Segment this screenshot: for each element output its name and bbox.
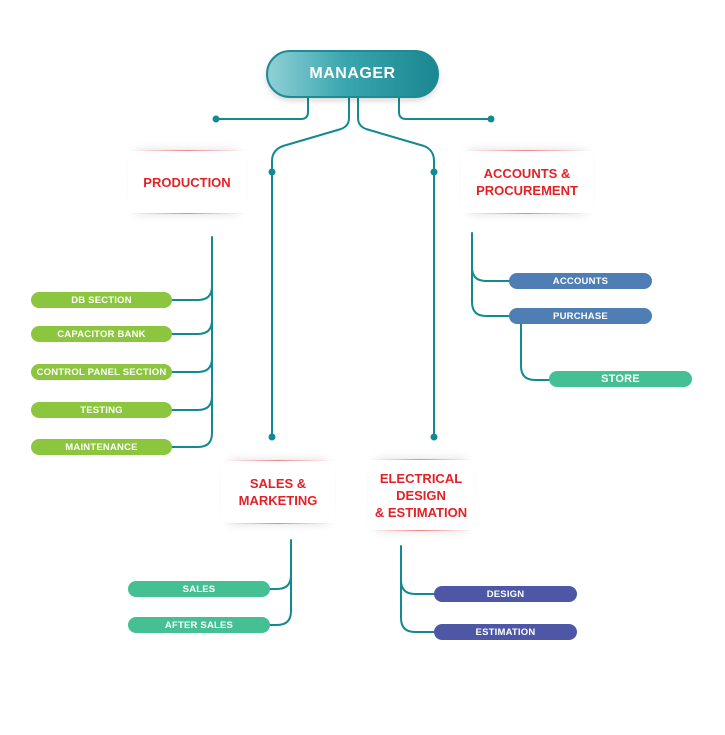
unit-store: STORE: [549, 371, 692, 387]
connector-production-control: [171, 357, 213, 373]
connector-dot: [268, 433, 276, 441]
department-accounts-label: ACCOUNTS & PROCUREMENT: [476, 166, 578, 198]
connector-manager-accounts: [398, 97, 492, 120]
unit-design: DESIGN: [434, 586, 577, 602]
unit-estimation: ESTIMATION: [434, 624, 577, 640]
department-accounts: ACCOUNTS & PROCUREMENT: [461, 150, 593, 214]
connector-purchase-store: [520, 323, 553, 381]
connector-dot: [430, 433, 438, 441]
department-production: PRODUCTION: [128, 150, 246, 214]
unit-testing: TESTING: [31, 402, 172, 418]
connector-production-testing: [171, 395, 213, 411]
manager-node: MANAGER: [266, 50, 439, 98]
unit-purchase: PURCHASE: [509, 308, 652, 324]
department-electrical: ELECTRICAL DESIGN & ESTIMATION: [368, 459, 474, 531]
connector-production-trunk: [171, 236, 213, 448]
connector-manager-electrical: [357, 97, 435, 438]
unit-capacitor-bank: CAPACITOR BANK: [31, 326, 172, 342]
unit-db-section: DB SECTION: [31, 292, 172, 308]
connector-production-capacitor: [171, 319, 213, 335]
connector-electrical-design: [400, 579, 437, 595]
connector-accounts-trunk: [471, 232, 513, 317]
connector-manager-sales: [271, 97, 350, 438]
connector-production-db: [171, 285, 213, 301]
unit-sales: SALES: [128, 581, 270, 597]
connector-dot: [430, 168, 438, 176]
unit-maintenance: MAINTENANCE: [31, 439, 172, 455]
connector-sales-trunk: [267, 539, 292, 626]
connector-dot: [268, 168, 276, 176]
connector-manager-production: [215, 97, 309, 120]
connector-electrical-trunk: [400, 545, 437, 633]
department-sales-label: SALES & MARKETING: [238, 476, 318, 508]
connector-sales-sales: [267, 574, 292, 590]
unit-control-panel-section: CONTROL PANEL SECTION: [31, 364, 172, 380]
connector-dot: [487, 115, 495, 123]
unit-accounts: ACCOUNTS: [509, 273, 652, 289]
department-sales: SALES & MARKETING: [221, 460, 335, 524]
department-production-label: PRODUCTION: [143, 174, 231, 190]
connector-accounts-accounts: [471, 266, 513, 282]
department-electrical-label: ELECTRICAL DESIGN & ESTIMATION: [374, 470, 468, 520]
unit-after-sales: AFTER SALES: [128, 617, 270, 633]
connector-dot: [212, 115, 220, 123]
